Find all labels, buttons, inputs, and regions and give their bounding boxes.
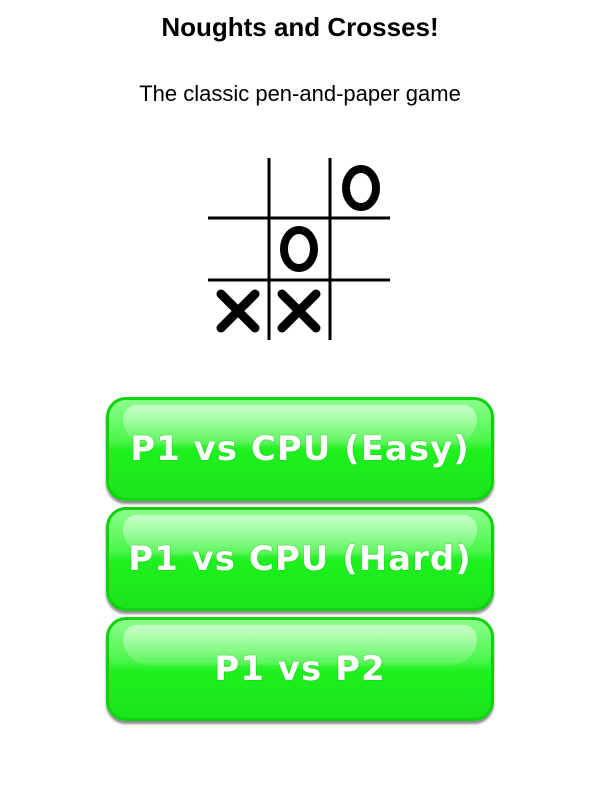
nought-mark-r0-c2 [342,165,380,211]
p1-vs-cpu-easy-button[interactable]: P1 vs CPU (Easy) [106,397,494,501]
page-subtitle: The classic pen-and-paper game [139,81,461,106]
button-label: P1 vs CPU (Hard) [128,539,472,579]
nought-mark-r1-c1 [280,226,318,272]
cross-mark-r2-c0 [216,289,260,333]
p1-vs-cpu-hard-button[interactable]: P1 vs CPU (Hard) [106,507,494,611]
p1-vs-p2-button[interactable]: P1 vs P2 [106,617,494,721]
button-label: P1 vs CPU (Easy) [130,429,470,469]
cross-mark-r2-c1 [277,289,321,333]
button-label: P1 vs P2 [214,649,386,689]
board-grid-lines [208,158,390,340]
board-marks [216,165,380,333]
page-title: Noughts and Crosses! [161,12,439,42]
